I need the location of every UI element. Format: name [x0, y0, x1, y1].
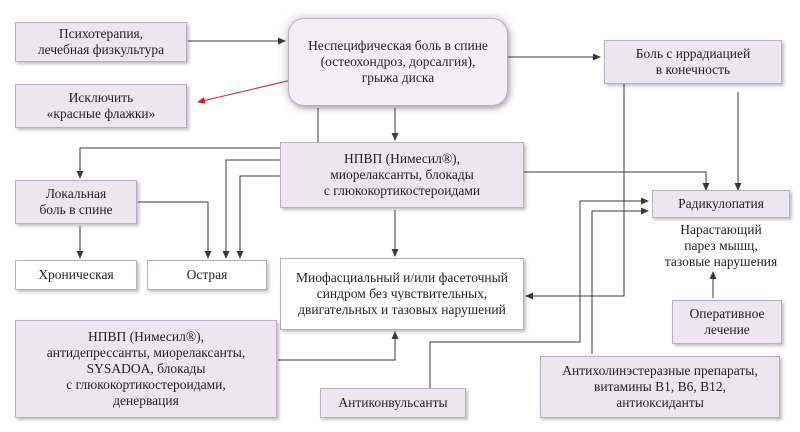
- myofascial-line-3: двигательных и тазовых нарушений: [298, 302, 506, 317]
- myofascial-line-2: синдром без чувствительных,: [316, 286, 488, 301]
- psychotherapy-line-1: Психотерапия,: [58, 26, 144, 41]
- local-line-1: Локальная: [45, 186, 107, 201]
- progressive-paresis-text: Нарастающий парез мышц, тазовые нарушени…: [652, 222, 790, 270]
- radiculopathy-label: Радикулопатия: [678, 196, 764, 211]
- nsaid-top-box: НПВП (Нимесил®), миорелаксанты, блокады …: [280, 142, 524, 208]
- nsaid-bottom-line-4: с глюкокортикостероидами,: [66, 377, 226, 392]
- anticholinesterase-box: Антихолинэстеразные препараты, витамины …: [540, 356, 780, 418]
- progressive-line-1: Нарастающий: [680, 222, 762, 237]
- chronic-label: Хроническая: [38, 267, 114, 282]
- arrow-main-to-exclude: [197, 77, 301, 104]
- anticonvulsants-label: Антиконвульсанты: [338, 395, 448, 410]
- anticonvulsants-box: Антиконвульсанты: [320, 388, 466, 418]
- arrow-anticholinesterase-to-radiculopathy: [591, 207, 649, 354]
- anticholinesterase-line-2: витамины В1, В6, В12,: [594, 379, 726, 394]
- anticholinesterase-line-3: антиоксиданты: [616, 395, 704, 410]
- psychotherapy-line-2: лечебная физкультура: [37, 42, 165, 57]
- anticholinesterase-line-1: Антихолинэстеразные препараты,: [562, 363, 758, 378]
- nsaid-bottom-line-2: антидепрессанты, миорелаксанты,: [46, 345, 246, 360]
- nsaid-top-line-1: НПВП (Нимесил®),: [343, 151, 461, 166]
- nsaid-bottom-line-3: SYSADOA, блокады: [86, 361, 206, 376]
- arrow-nsaid-to-acute-1: [222, 159, 280, 259]
- main-line-2: (остеохондроз, дорсалгия),: [320, 54, 476, 69]
- radiating-pain-box: Боль с иррадиацией в конечность: [604, 40, 782, 84]
- exclude-red-flags-box: Исключить «красные флажки»: [15, 84, 187, 128]
- nsaid-top-line-3: с глюкокортикостероидами: [323, 183, 481, 198]
- nsaid-top-line-2: миорелаксанты, блокады: [330, 167, 474, 182]
- surgery-line-2: лечение: [704, 322, 750, 337]
- myofascial-syndrome-box: Миофасциальный и/или фасеточный синдром …: [280, 258, 524, 330]
- arrow-radiating-to-myofascial: [525, 84, 625, 300]
- arrow-nsaid-to-radiculopathy: [524, 171, 710, 191]
- surgery-box: Оперативное лечение: [672, 300, 782, 344]
- progressive-line-2: парез мышц,: [684, 238, 758, 253]
- chronic-box: Хроническая: [15, 260, 137, 290]
- local-line-2: боль в спине: [39, 202, 113, 217]
- acute-box: Острая: [147, 260, 267, 290]
- surgery-line-1: Оперативное: [689, 306, 765, 321]
- myofascial-line-1: Миофасциальный и/или фасеточный: [296, 270, 508, 285]
- arrow-nsaid-to-acute-2: [236, 175, 280, 259]
- acute-label: Острая: [186, 267, 228, 282]
- main-line-1: Неспецифическая боль в спине: [308, 38, 488, 53]
- psychotherapy-box: Психотерапия, лечебная физкультура: [15, 22, 187, 62]
- main-line-3: грыжа диска: [361, 70, 435, 85]
- radiating-line-1: Боль с иррадиацией: [635, 46, 751, 61]
- exclude-line-2: «красные флажки»: [46, 106, 156, 121]
- exclude-line-1: Исключить: [68, 90, 134, 105]
- radiculopathy-box: Радикулопатия: [652, 190, 790, 218]
- arrow-local-to-acute: [138, 201, 212, 259]
- nsaid-bottom-line-5: денервация: [113, 393, 179, 408]
- nonspecific-back-pain-box: Неспецифическая боль в спине (остеохондр…: [288, 18, 508, 106]
- nsaid-bottom-line-1: НПВП (Нимесил®),: [87, 329, 205, 344]
- arrow-nsaid-bottom-to-myofascial: [278, 331, 399, 361]
- local-back-pain-box: Локальная боль в спине: [15, 180, 137, 224]
- nsaid-bottom-box: НПВП (Нимесил®), антидепрессанты, миорел…: [15, 320, 277, 418]
- arrow-main-to-local: [76, 108, 319, 179]
- progressive-line-3: тазовые нарушения: [664, 254, 778, 269]
- radiating-line-2: в конечность: [655, 62, 731, 77]
